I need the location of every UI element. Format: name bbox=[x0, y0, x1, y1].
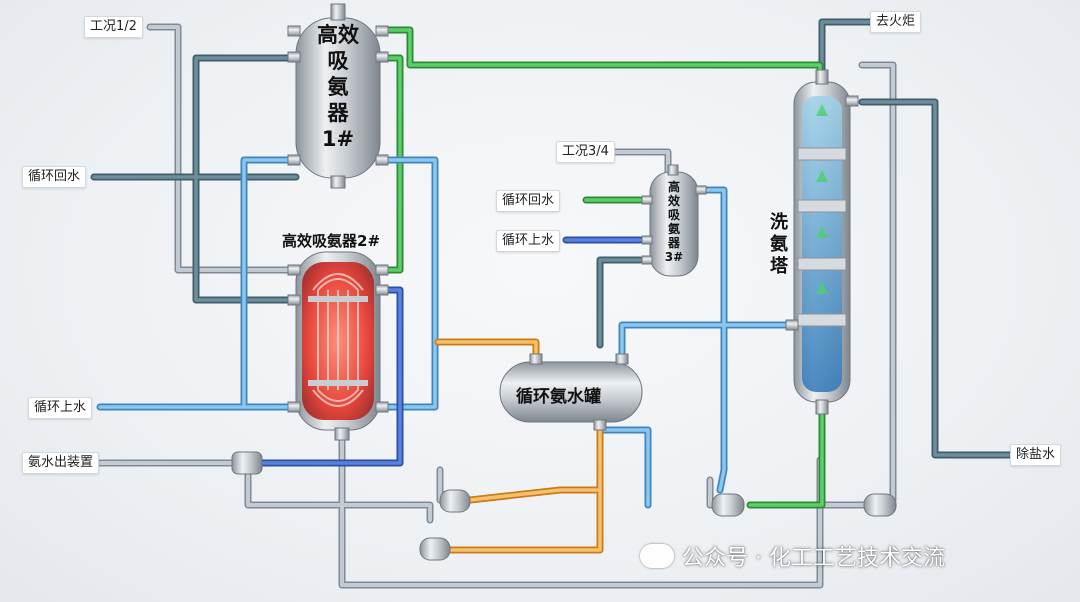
absorber-3-vessel bbox=[641, 164, 707, 277]
absorber-1-vessel bbox=[287, 3, 389, 189]
pumps bbox=[231, 451, 897, 561]
watermark: 公众号 · 化工工艺技术交流 bbox=[640, 540, 945, 572]
label-ammonia-out: 氨水出装置 bbox=[22, 452, 100, 474]
tank-title: 循环氨水罐 bbox=[516, 387, 601, 407]
watermark-text: 公众号 · 化工工艺技术交流 bbox=[682, 546, 945, 571]
tower-title: 洗 氨 塔 bbox=[770, 212, 788, 277]
label-return-water-left: 循环回水 bbox=[22, 166, 87, 188]
label-case-3-4: 工况3/4 bbox=[556, 141, 615, 163]
label-supply-water-mid: 循环上水 bbox=[496, 230, 561, 252]
label-demin-water: 除盐水 bbox=[1010, 444, 1062, 466]
wash-tower-vessel bbox=[785, 69, 859, 415]
label-case-1-2: 工况1/2 bbox=[84, 16, 143, 38]
ammonia-tank-vessel bbox=[499, 353, 643, 431]
absorber-1-title: 高效 吸 氨 器 1# bbox=[317, 23, 359, 151]
absorber-2-vessel bbox=[287, 251, 389, 441]
label-supply-water-left: 循环上水 bbox=[28, 397, 93, 419]
label-to-flare: 去火炬 bbox=[870, 11, 922, 33]
wechat-icon bbox=[640, 544, 674, 568]
absorber-3-title: 高 效 吸 氨 器 3# bbox=[664, 180, 684, 264]
absorber-2-title: 高效吸氨器2# bbox=[282, 232, 381, 250]
label-return-water-mid: 循环回水 bbox=[496, 190, 561, 212]
